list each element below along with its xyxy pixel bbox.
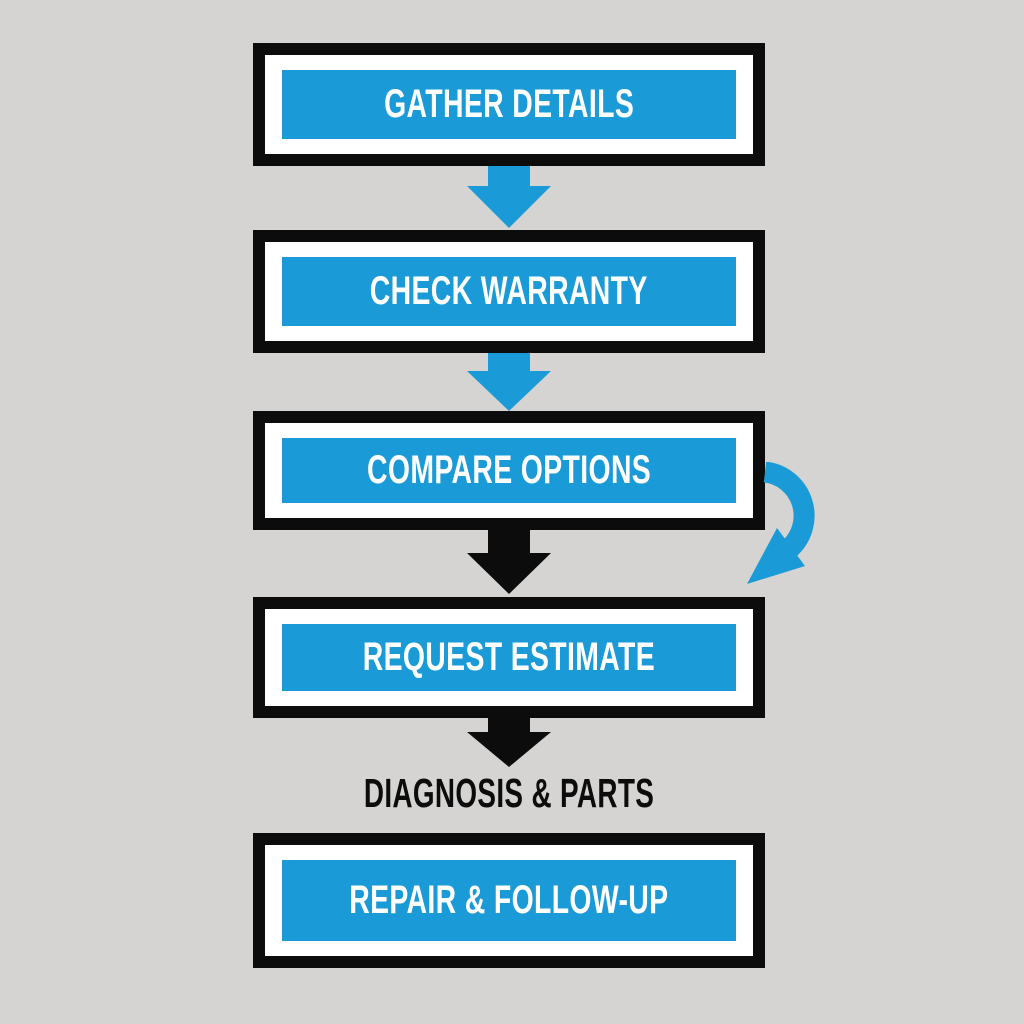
step-label: CHECK WARRANTY [370, 269, 648, 313]
step-fill: REPAIR & FOLLOW-UP [282, 860, 736, 941]
step-label: COMPARE OPTIONS [366, 448, 652, 492]
down-arrow-2-icon [467, 353, 551, 411]
annotation-diagnosis-parts: DIAGNOSIS & PARTS [363, 770, 655, 816]
step-fill: REQUEST ESTIMATE [282, 624, 736, 691]
step-box-compare-options: COMPARE OPTIONS [253, 411, 765, 530]
step-box-request-estimate: REQUEST ESTIMATE [253, 597, 765, 718]
step-box-gather-details: GATHER DETAILS [253, 43, 765, 166]
step-fill: CHECK WARRANTY [282, 257, 736, 326]
down-arrow-1-icon [467, 166, 551, 228]
curved-loop-arrow-icon [735, 462, 827, 602]
step-box-check-warranty: CHECK WARRANTY [253, 230, 765, 353]
step-fill: COMPARE OPTIONS [282, 438, 736, 503]
down-arrow-3-icon [467, 530, 551, 594]
step-fill: GATHER DETAILS [282, 70, 736, 139]
step-label: REPAIR & FOLLOW-UP [349, 878, 669, 922]
step-box-repair-follow-up: REPAIR & FOLLOW-UP [253, 833, 765, 968]
step-label: REQUEST ESTIMATE [362, 635, 656, 679]
step-label: GATHER DETAILS [383, 82, 635, 126]
down-arrow-4-icon [467, 718, 551, 767]
